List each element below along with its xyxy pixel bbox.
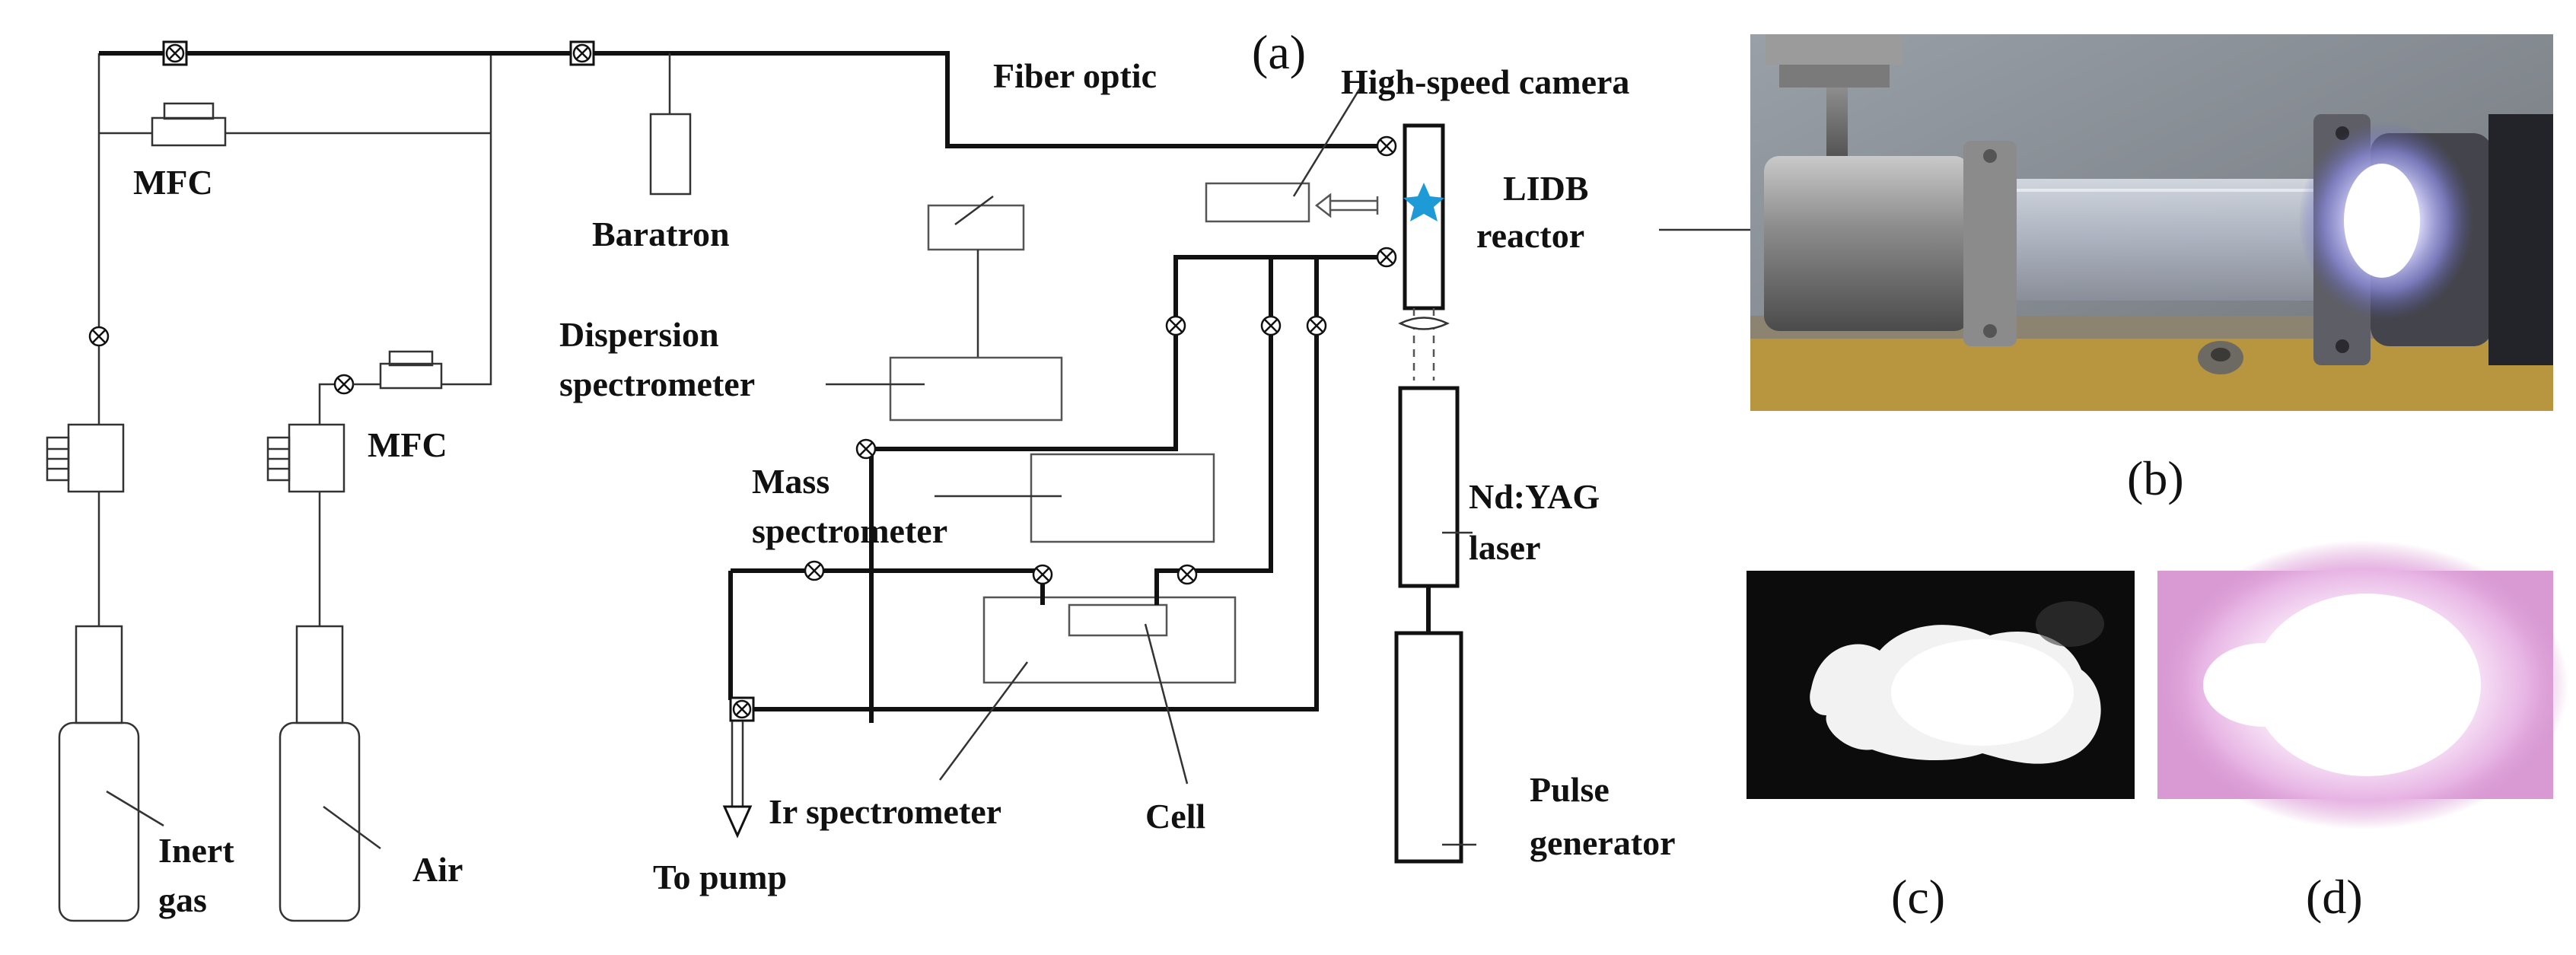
pulse-generator-box [1394,631,1463,864]
dispersion-label-line1: Dispersion [559,315,719,354]
light-arrow-icon [1314,193,1379,218]
mfc-bottom-icon [379,350,443,390]
lidb-label-line2: reactor [1476,216,1584,255]
dispersion-spectrometer-box [889,356,1063,422]
fiber-optic-leader [954,195,994,226]
pump-valve-icon [729,696,755,722]
pulse-label-line2: generator [1530,823,1676,862]
mfc-bottom-label: MFC [368,425,447,464]
mass-label-line2: spectrometer [752,511,947,550]
ir-leader [938,661,1029,781]
cell-outlet-valve-icon [1260,315,1282,336]
air-valve-icon [333,374,355,395]
air-label: Air [412,850,463,889]
plasma-emission-photo [2157,540,2568,829]
air-regulator-icon [266,423,345,493]
top-mid-valve-icon [569,40,595,66]
reactor-outlet-valve-icon [1376,247,1397,268]
to-pump-label: To pump [653,858,787,896]
mass-label-line1: Mass [752,462,829,501]
high-speed-camera-box [1205,182,1310,223]
inert-gas-regulator-icon [46,423,125,493]
focusing-lens-icon [1398,317,1450,330]
ndyag-laser-box [1398,386,1460,588]
panel-c-label: (c) [1891,870,1945,924]
top-left-valve-icon [162,40,188,66]
fiber-optic-label: Fiber optic [993,56,1157,95]
panel-a-label: (a) [1252,25,1306,79]
fiber-optic-box [927,204,1025,251]
ndyag-label-line1: Nd:YAG [1469,477,1600,516]
mass-spectrometer-box [1030,453,1215,543]
cell-box [1068,603,1168,637]
inert-label-line1: Inert [158,831,234,870]
camera-frame-photo [1747,571,2135,799]
reactor-photo [1750,34,2553,411]
to-pump-arrow-icon [722,805,753,839]
reactor-inlet-valve-icon [1376,135,1397,157]
mass-line-valve-icon [1165,315,1186,336]
plasma-star-icon [1403,183,1444,221]
ir-spectrometer-label: Ir spectrometer [769,792,1001,831]
pulse-label-line1: Pulse [1530,770,1610,809]
panel-d-label: (d) [2306,870,2363,924]
mfc-top-icon [151,102,227,147]
inert-label-line2: gas [158,880,207,919]
high-speed-camera-label: High-speed camera [1341,62,1629,101]
mfc-top-label: MFC [133,163,213,202]
inert-gas-leader [106,790,164,827]
bypass-valve-icon [1306,315,1327,336]
mass-inlet-valve-icon [855,438,877,460]
inert-gas-valve-icon [88,326,110,347]
cell-line-valve-icon [804,560,825,581]
panel-b-label: (b) [2127,451,2184,505]
inert-gas-cylinder [58,625,140,922]
baratron-label: Baratron [592,215,730,253]
lidb-label-line1: LIDB [1503,169,1588,208]
dispersion-label-line2: spectrometer [559,364,755,403]
cell-inlet-valve-icon [1032,564,1053,585]
air-leader [323,805,381,850]
air-cylinder [279,625,361,922]
ndyag-label-line2: laser [1469,528,1541,567]
cell-exit-valve-icon [1177,564,1198,585]
baratron-gauge [649,113,692,196]
camera-leader [1292,81,1365,197]
lidb-reactor-tube [1403,123,1445,310]
cell-label: Cell [1145,797,1205,836]
cell-leader [1144,623,1189,785]
